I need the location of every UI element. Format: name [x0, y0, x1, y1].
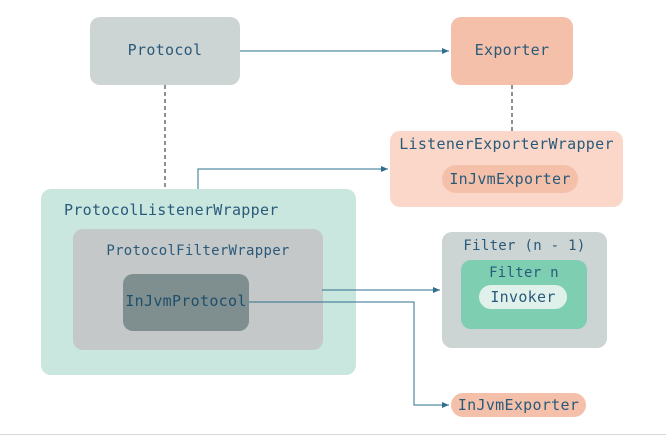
protocol-filter-wrapper-label: ProtocolFilterWrapper	[106, 243, 290, 259]
injvm-protocol-label: InJvmProtocol	[125, 292, 247, 310]
filter-inner-label: Filter n	[489, 265, 559, 281]
filter-inner-box: Filter n Invoker	[461, 260, 587, 329]
protocol-label: Protocol	[127, 41, 203, 59]
exporter-label: Exporter	[474, 41, 550, 59]
protocol-box: Protocol	[90, 17, 240, 85]
invoker-label: Invoker	[490, 288, 556, 306]
listener-exporter-wrapper-box: ListenerExporterWrapper InJvmExporter	[390, 131, 623, 207]
filter-outer-label: Filter (n - 1)	[463, 238, 586, 254]
protocol-listener-wrapper-box: ProtocolListenerWrapper ProtocolFilterWr…	[41, 189, 356, 375]
injvm-exporter-bottom-box: InJvmExporter	[451, 393, 586, 417]
injvm-protocol-to-exporter-arrow	[249, 301, 449, 408]
injvm-exporter-bottom-label: InJvmExporter	[457, 396, 580, 414]
bottom-divider	[0, 434, 666, 435]
invoker-box: Invoker	[479, 285, 567, 309]
protocol-listener-wrapper-label: ProtocolListenerWrapper	[64, 201, 279, 219]
injvm-protocol-box: InJvmProtocol	[123, 274, 249, 331]
protocol-filter-wrapper-box: ProtocolFilterWrapper InJvmProtocol	[73, 229, 323, 350]
listener-exporter-wrapper-label: ListenerExporterWrapper	[399, 135, 614, 153]
injvm-exporter-inner-label: InJvmExporter	[449, 170, 571, 188]
listener-to-exporter-wrapper-arrow	[197, 166, 388, 189]
injvm-exporter-inner-box: InJvmExporter	[442, 165, 578, 193]
exporter-box: Exporter	[451, 17, 573, 85]
filter-outer-box: Filter (n - 1) Filter n Invoker	[442, 232, 607, 348]
